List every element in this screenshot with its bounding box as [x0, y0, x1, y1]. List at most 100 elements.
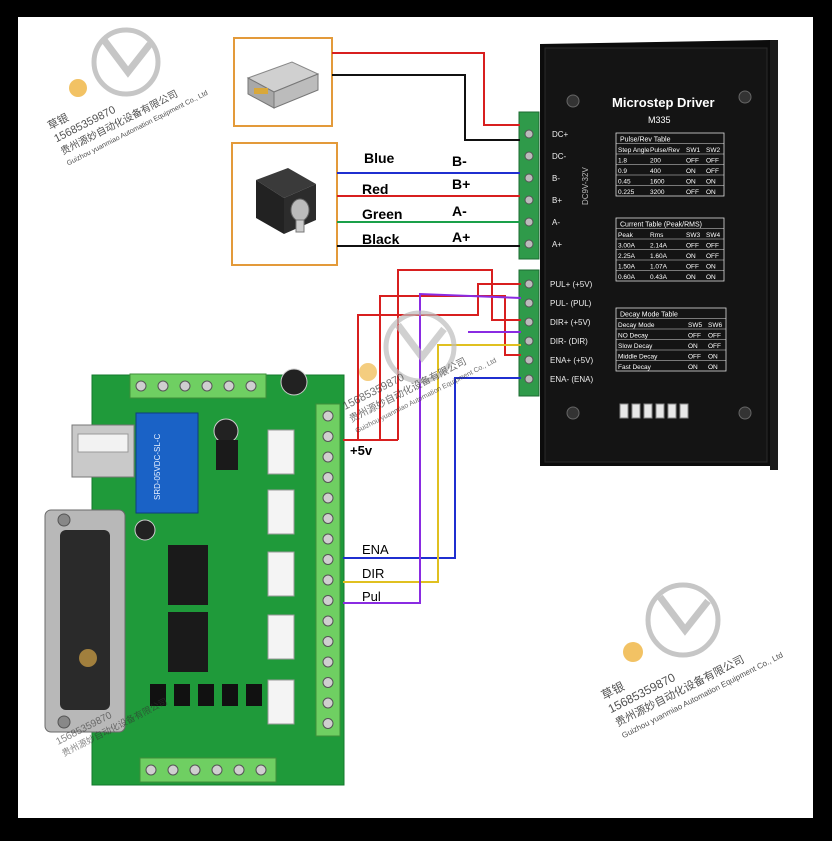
board-terminal-screw	[189, 764, 201, 776]
table-header: SW2	[706, 147, 720, 154]
terminal-screw	[524, 355, 534, 365]
optocoupler	[174, 684, 190, 706]
table-cell: OFF	[686, 189, 699, 196]
table-cell: 1.07A	[650, 264, 668, 271]
table-title: Decay Mode Table	[620, 312, 678, 319]
header-connector	[267, 679, 295, 725]
table-header: SW6	[708, 322, 722, 329]
table-cell: ON	[688, 343, 698, 350]
table-cell: OFF	[708, 343, 721, 350]
board-terminal-screw	[322, 451, 334, 463]
power-terminal-block	[254, 88, 268, 94]
table-header: Decay Mode	[618, 322, 655, 329]
table-header: SW1	[686, 147, 700, 154]
driver-terminal-label: A+	[552, 240, 562, 249]
relay	[135, 412, 199, 514]
header-connector	[267, 429, 295, 475]
board-terminal-screw	[322, 615, 334, 627]
motor-wire-color-label: Blue	[364, 150, 395, 166]
board-terminal-screw	[135, 380, 147, 392]
optocoupler	[246, 684, 262, 706]
table-header: Step Angle	[618, 147, 650, 154]
board-terminal-screw	[322, 431, 334, 442]
table-cell: 3.00A	[618, 243, 636, 250]
table-cell: 0.9	[618, 168, 627, 175]
terminal-screw	[524, 151, 534, 161]
board-terminal-screw	[223, 380, 235, 392]
table-cell: Fast Decay	[618, 364, 652, 371]
board-terminal-screw	[322, 472, 334, 483]
table-cell: OFF	[706, 168, 719, 175]
board-terminal-screw	[167, 764, 179, 776]
header-connector	[267, 489, 295, 535]
driver-terminal-label: B+	[552, 196, 562, 205]
table-title: Pulse/Rev Table	[620, 137, 671, 144]
terminal-screw	[524, 217, 534, 227]
driver-terminal-label: ENA- (ENA)	[550, 375, 593, 384]
driver-screw-br	[738, 406, 752, 420]
table-header: Rms	[650, 232, 664, 239]
driver-terminal-label: DIR+ (+5V)	[550, 318, 591, 327]
dip-switch	[619, 403, 629, 419]
driver-terminal-label: PUL+ (+5V)	[550, 280, 593, 289]
motor-terminal-label: A+	[452, 229, 470, 245]
watermark-bear-icon	[79, 649, 97, 667]
wire-dir-signal	[343, 344, 521, 583]
driver-terminal-label: A-	[552, 218, 560, 227]
board-terminal-screw	[322, 656, 334, 668]
table-cell: ON	[686, 253, 696, 260]
board-ena-label: ENA	[362, 542, 389, 557]
table-cell: OFF	[706, 158, 719, 165]
wire-5v-to-ena-plus	[379, 295, 521, 440]
board-terminal-screw	[322, 533, 334, 545]
table-cell: OFF	[706, 243, 719, 250]
terminal-screw	[524, 298, 534, 308]
wire-power-dc-plus	[332, 52, 520, 126]
table-cell: OFF	[688, 333, 701, 340]
table-header: SW5	[688, 322, 702, 329]
board-terminal-screw	[211, 764, 223, 776]
board-terminal-screw	[322, 492, 334, 504]
board-pul-label: Pul	[362, 589, 381, 604]
dip-switch	[643, 403, 653, 419]
table-cell: NO Decay	[618, 333, 649, 340]
terminal-screw	[524, 173, 534, 183]
terminal-screw	[524, 239, 534, 249]
driver-side-code: DC9V-32V	[581, 167, 590, 205]
table-cell: OFF	[686, 243, 699, 250]
table-cell: 0.60A	[618, 274, 636, 281]
top-terminal-strip	[129, 373, 267, 399]
driver-screw-bl	[566, 406, 580, 420]
wire-power-dc-minus	[332, 74, 520, 141]
motor-shaft	[295, 219, 305, 233]
table-cell: 1.8	[618, 158, 627, 165]
terminal-screw	[524, 317, 534, 327]
table-header: SW4	[706, 232, 720, 239]
optocoupler	[222, 684, 238, 706]
table-header: Peak	[618, 232, 634, 239]
table-header: SW3	[686, 232, 700, 239]
table-cell: ON	[708, 354, 718, 361]
table-cell: ON	[686, 168, 696, 175]
board-terminal-screw	[255, 764, 267, 776]
table-cell: 0.225	[618, 189, 635, 196]
board-terminal-screw	[322, 718, 334, 729]
board-dir-label: DIR	[362, 566, 384, 581]
right-terminal-strip	[315, 403, 341, 737]
stepper-motor-box	[231, 142, 338, 266]
breakout-board: SRD-05VDC-SL-C	[44, 368, 345, 786]
driver-terminal-label: ENA+ (+5V)	[550, 356, 593, 365]
capacitor-3	[134, 519, 156, 541]
dip-switch-bank	[619, 403, 689, 419]
driver-left-terminal-labels: DC+DC-B-B+A-A+	[524, 129, 569, 249]
board-terminal-screw	[157, 380, 169, 392]
optocoupler	[150, 684, 166, 706]
table-title: Current Table (Peak/RMS)	[620, 222, 702, 229]
table-header: Pulse/Rev	[650, 147, 680, 154]
table-cell: 200	[650, 158, 661, 165]
capacitor-1	[213, 418, 239, 444]
motor-wire-color-label: Black	[362, 231, 400, 247]
table-cell: Middle Decay	[618, 354, 658, 361]
